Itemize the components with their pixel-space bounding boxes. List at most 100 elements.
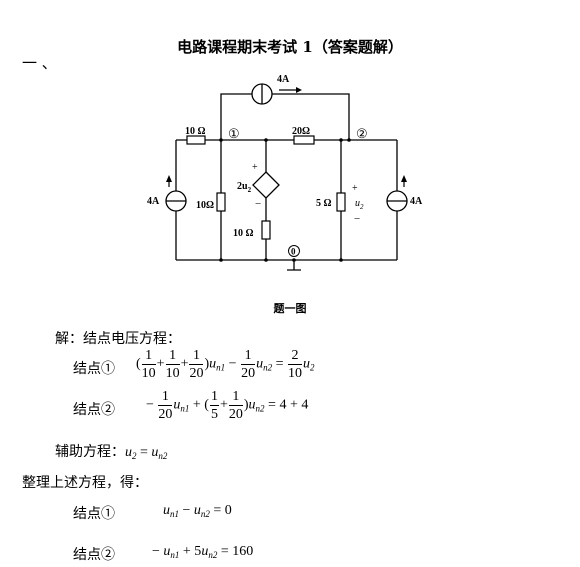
dependent-voltage-source — [252, 171, 280, 199]
solution-intro: 解：结点电压方程： — [55, 331, 181, 347]
result2-label: 结点② — [73, 547, 115, 563]
right-current-source — [386, 175, 408, 212]
aux-eq-sign: = — [136, 445, 152, 460]
u2-label-sub: 2 — [360, 203, 364, 211]
arrange-label: 整理上述方程，得： — [22, 475, 148, 491]
top-source-arrow — [279, 87, 302, 93]
eq2-f2-num: 1 — [209, 389, 219, 406]
top-current-source — [251, 83, 273, 105]
eq2-sub2: n2 — [255, 403, 265, 414]
eq2-sub1: n1 — [180, 403, 190, 414]
mid-resistor-label: 20Ω — [292, 126, 310, 137]
u2-label-main: u — [355, 198, 360, 209]
figure-caption: 题一图 — [273, 302, 307, 315]
right-resistor-label: 5 Ω — [316, 198, 332, 209]
eq2-f2-den: 5 — [210, 407, 218, 422]
circuit-diagram: 4A 10 Ω 20Ω ① ② 4A 10Ω + − 2u2 10 Ω 5 Ω … — [147, 74, 423, 271]
junction-dots — [219, 138, 351, 262]
eq1-var1: u — [209, 356, 217, 372]
eq1-sub1: n1 — [216, 362, 226, 373]
eq2-var1: u — [173, 397, 181, 413]
eq1-f4-num: 1 — [241, 347, 256, 365]
left-resistor-label: 10 Ω — [185, 126, 206, 137]
res2-op: + 5 — [179, 544, 202, 559]
dep-source-label-main: 2u — [237, 181, 248, 192]
u2-label: u2 — [355, 198, 364, 211]
aux-sub2: n2 — [158, 451, 168, 461]
eq1-f1-den: 10 — [141, 366, 156, 381]
eq1-rhs-den: 10 — [287, 366, 302, 381]
eq2-var2: u — [248, 397, 256, 413]
res1-op: − — [179, 503, 194, 518]
eq2-f3-den: 20 — [228, 407, 243, 422]
eq1-f3-den: 20 — [189, 366, 204, 381]
eq2-f1-den: 20 — [158, 407, 173, 422]
res2-sub2: n2 — [208, 550, 218, 560]
res2-var2: u — [201, 544, 209, 559]
node2-label: ② — [356, 126, 368, 141]
res2-var1: u — [163, 544, 171, 559]
right-5ohm-resistor — [336, 192, 346, 212]
eq1-f1-num: 1 — [141, 347, 156, 365]
aux-label-text: 辅助方程： — [55, 444, 125, 460]
aux-var1: u — [125, 445, 132, 460]
eq1-f2-num: 1 — [165, 347, 180, 365]
node0-circle — [288, 245, 300, 257]
node2-equation-label: 结点② — [73, 402, 115, 418]
shunt-10ohm-resistor — [216, 192, 226, 212]
node1-equation-label: 结点① — [73, 361, 115, 377]
series-resistor-label: 10 Ω — [233, 228, 254, 239]
res1-var2: u — [193, 503, 201, 518]
res2-sub1: n1 — [170, 550, 180, 560]
eq1-rhs-num: 2 — [287, 347, 302, 365]
node0-label: 0 — [291, 247, 296, 257]
res1-sub2: n2 — [200, 509, 210, 519]
section-number: 一 、 — [22, 54, 57, 72]
res1-sub1: n1 — [170, 509, 179, 519]
document-title: 电路课程期末考试 1（答案题解） — [177, 38, 403, 56]
result2-equation: − un1 + 5un2 = 160 — [152, 544, 253, 560]
u2-minus: − — [354, 213, 360, 225]
aux-equation-label: 辅助方程：u2 = un2 — [55, 441, 167, 461]
result1-equation: un1 − un2 = 0 — [163, 503, 232, 519]
left-10ohm-resistor — [186, 135, 206, 145]
aux-sub1: 2 — [132, 451, 137, 461]
node1-label: ① — [228, 126, 240, 141]
top-source-label: 4A — [277, 74, 290, 85]
eq2-rhs: = 4 + 4 — [268, 397, 309, 413]
res2-rhs: = 160 — [217, 544, 254, 559]
left-source-label: 4A — [147, 196, 160, 207]
eq1-var2: u — [256, 356, 264, 372]
right-source-label: 4A — [410, 196, 423, 207]
dep-source-plus: + — [252, 162, 258, 173]
shunt-resistor-label: 10Ω — [196, 200, 214, 211]
eq2-f1-num: 1 — [158, 388, 173, 406]
eq1-f2-den: 10 — [165, 366, 180, 381]
eq1-var3: u — [302, 356, 310, 372]
dep-source-minus: − — [255, 198, 261, 210]
series-10ohm-resistor — [261, 220, 271, 240]
res1-var1: u — [163, 503, 170, 518]
result1-label: 结点① — [73, 506, 115, 522]
u2-plus: + — [352, 183, 358, 194]
aux-var2: u — [151, 445, 159, 460]
eq1-f4-den: 20 — [241, 366, 256, 381]
eq1-f3-num: 1 — [189, 347, 204, 365]
left-current-source — [165, 175, 187, 212]
eq1-sub3: 2 — [309, 362, 315, 373]
dep-source-label: 2u2 — [237, 181, 252, 194]
eq1-sub2: n2 — [263, 362, 273, 373]
eq2-f3-num: 1 — [228, 388, 243, 406]
mid-20ohm-resistor — [293, 135, 315, 145]
res2-pre: − — [152, 544, 164, 559]
